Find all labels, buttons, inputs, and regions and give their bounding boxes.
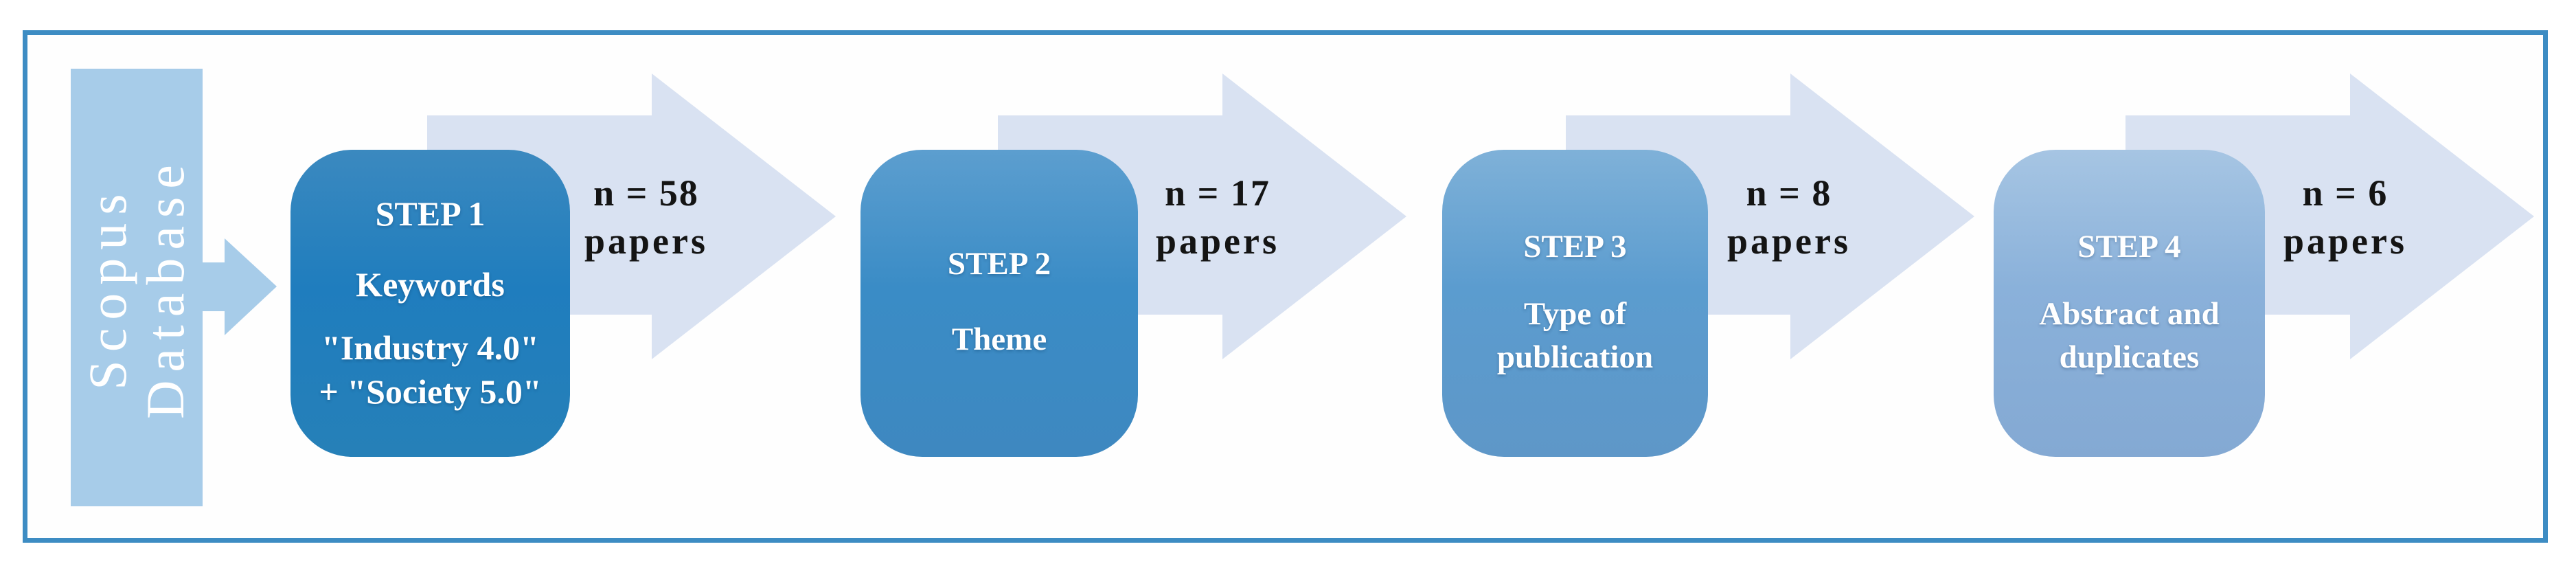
step-2-title: STEP 2 [947, 246, 1051, 282]
step-4-line-abstract: Abstract and [2039, 296, 2220, 332]
step-2-line-theme: Theme [951, 322, 1047, 358]
scopus-source-label: Scopus Database [77, 156, 195, 419]
step-1-line-keywords: Keywords [356, 264, 505, 304]
source-label-line-1: Scopus [77, 185, 137, 390]
step-1-line-society: + "Society 5.0" [319, 372, 542, 411]
step-4-line-duplicates: duplicates [2059, 339, 2200, 375]
result-3: n = 8 papers [1638, 169, 1940, 265]
result-2-count: n = 17 [1165, 172, 1270, 214]
result-4-unit: papers [2283, 221, 2407, 262]
result-2: n = 17 papers [1067, 169, 1369, 265]
step-3-title: STEP 3 [1523, 229, 1627, 265]
source-label-line-2: Database [135, 156, 195, 419]
result-1-unit: papers [584, 221, 708, 262]
step-4-title: STEP 4 [2077, 229, 2181, 265]
result-2-unit: papers [1155, 221, 1279, 262]
step-2-box: STEP 2 Theme [860, 150, 1138, 457]
result-4: n = 6 papers [2194, 169, 2496, 265]
step-4-box: STEP 4 Abstract and duplicates [1994, 150, 2265, 457]
result-4-count: n = 6 [2302, 172, 2389, 214]
result-1: n = 58 papers [495, 169, 797, 265]
result-3-count: n = 8 [1746, 172, 1832, 214]
result-1-count: n = 58 [593, 172, 699, 214]
step-3-line-type: Type of [1523, 296, 1627, 332]
scopus-source-box: Scopus Database [71, 69, 203, 506]
result-3-unit: papers [1726, 221, 1851, 262]
step-1-line-industry: "Industry 4.0" [321, 328, 539, 367]
step-1-box: STEP 1 Keywords "Industry 4.0" + "Societ… [290, 150, 570, 457]
step-3-line-publication: publication [1496, 339, 1654, 375]
step-3-box: STEP 3 Type of publication [1442, 150, 1708, 457]
step-1-title: STEP 1 [375, 194, 486, 233]
